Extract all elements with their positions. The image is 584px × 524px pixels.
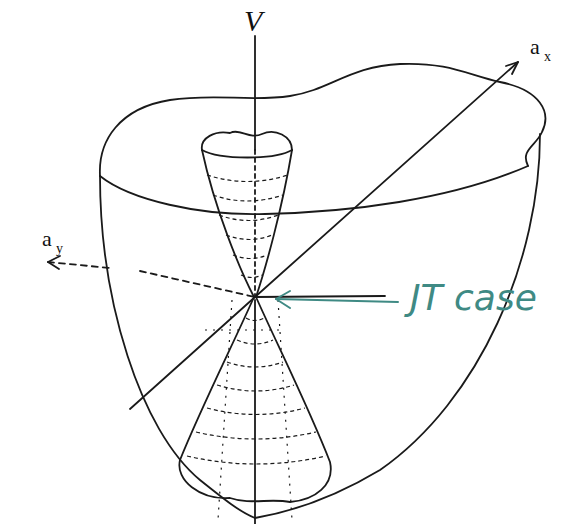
ax-axis-back xyxy=(130,297,255,409)
axis-label: a xyxy=(42,228,52,250)
rim-front xyxy=(100,166,528,214)
ax-axis xyxy=(255,62,518,297)
cone-rings xyxy=(187,175,326,520)
annotation-arrow xyxy=(276,291,398,308)
annotation-note: JT case xyxy=(410,280,537,316)
v-axis-hidden xyxy=(254,150,256,297)
tube-rim xyxy=(202,150,292,158)
v-axis xyxy=(254,36,256,524)
wall-right xyxy=(255,134,540,518)
ay-arrowhead xyxy=(48,256,60,269)
rim-back xyxy=(100,64,545,176)
ax-arrowhead xyxy=(506,62,518,74)
ay-axis-hidden xyxy=(48,262,255,297)
axis-subscript: y xyxy=(56,242,63,256)
tube-top xyxy=(202,132,292,150)
cone-upper-left xyxy=(202,150,254,297)
axis-label: V xyxy=(244,6,262,36)
axis-label: a xyxy=(530,36,540,58)
ay-axis xyxy=(255,296,385,297)
axis-subscript: x xyxy=(544,50,551,64)
